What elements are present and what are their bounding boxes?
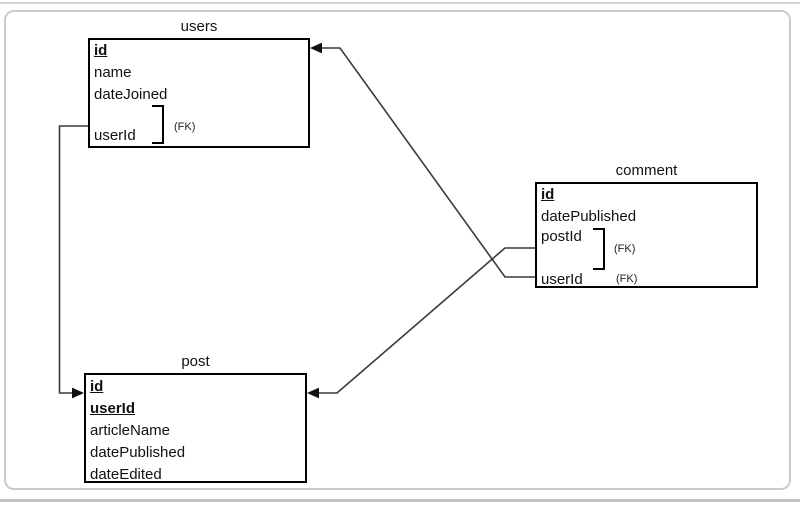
field-row-post-articlename: articleName (90, 421, 170, 440)
table-users-title: users (180, 18, 218, 35)
field-label: dateJoined (94, 86, 168, 103)
field-row-users-datejoined: dateJoined (94, 85, 167, 104)
fk-label: (FK) (616, 273, 638, 285)
field-label: dateEdited (90, 466, 162, 483)
field-row-comment-datepublished: datePublished (541, 207, 636, 226)
table-post-title: post (181, 353, 210, 370)
field-label: name (94, 64, 132, 81)
field-row-post-id: id (90, 377, 103, 396)
field-label: id (90, 378, 104, 395)
arrowhead-users-right-icon (310, 42, 322, 54)
fk-bracket-icon (152, 105, 164, 144)
page-top-rule (0, 2, 800, 4)
field-label: articleName (90, 422, 171, 439)
field-label: id (94, 42, 108, 59)
field-row-users-userid: userId (94, 126, 136, 145)
field-row-post-dateedited: dateEdited (90, 465, 162, 484)
page-bottom-rule (0, 499, 800, 502)
field-row-comment-id: id (541, 185, 554, 204)
table-post: post id userId articleName datePublished… (84, 353, 307, 483)
field-row-post-userid: userId (90, 399, 135, 418)
relationship-comment-users (322, 47, 535, 278)
field-label: datePublished (541, 208, 637, 225)
fk-label: (FK) (174, 121, 196, 133)
table-users: users id name dateJoined userId (FK) (88, 18, 310, 148)
field-label: userId (90, 400, 136, 417)
table-users-box: id name dateJoined userId (FK) (88, 38, 310, 148)
table-comment-box: id datePublished postId userId (FK) (FK) (535, 182, 758, 288)
fk-bracket-icon (593, 228, 605, 270)
field-label: id (541, 186, 555, 203)
field-row-comment-userid: userId (541, 270, 583, 289)
table-post-box: id userId articleName datePublished date… (84, 373, 307, 483)
fk-label: (FK) (614, 243, 636, 255)
field-label: userId (541, 271, 583, 288)
field-label: postId (541, 228, 582, 245)
field-row-users-name: name (94, 63, 132, 82)
table-comment-title: comment (615, 162, 678, 179)
field-row-comment-postid: postId (541, 227, 582, 246)
relationship-users-post (58, 125, 88, 394)
field-row-users-id: id (94, 41, 107, 60)
relationship-comment-post (319, 247, 535, 394)
arrowhead-post-left-icon (72, 387, 84, 399)
arrowhead-post-right-icon (307, 387, 319, 399)
field-row-post-datepublished: datePublished (90, 443, 185, 462)
field-label: datePublished (90, 444, 186, 461)
field-label: userId (94, 127, 136, 144)
table-comment: comment id datePublished postId userId (… (535, 162, 758, 288)
